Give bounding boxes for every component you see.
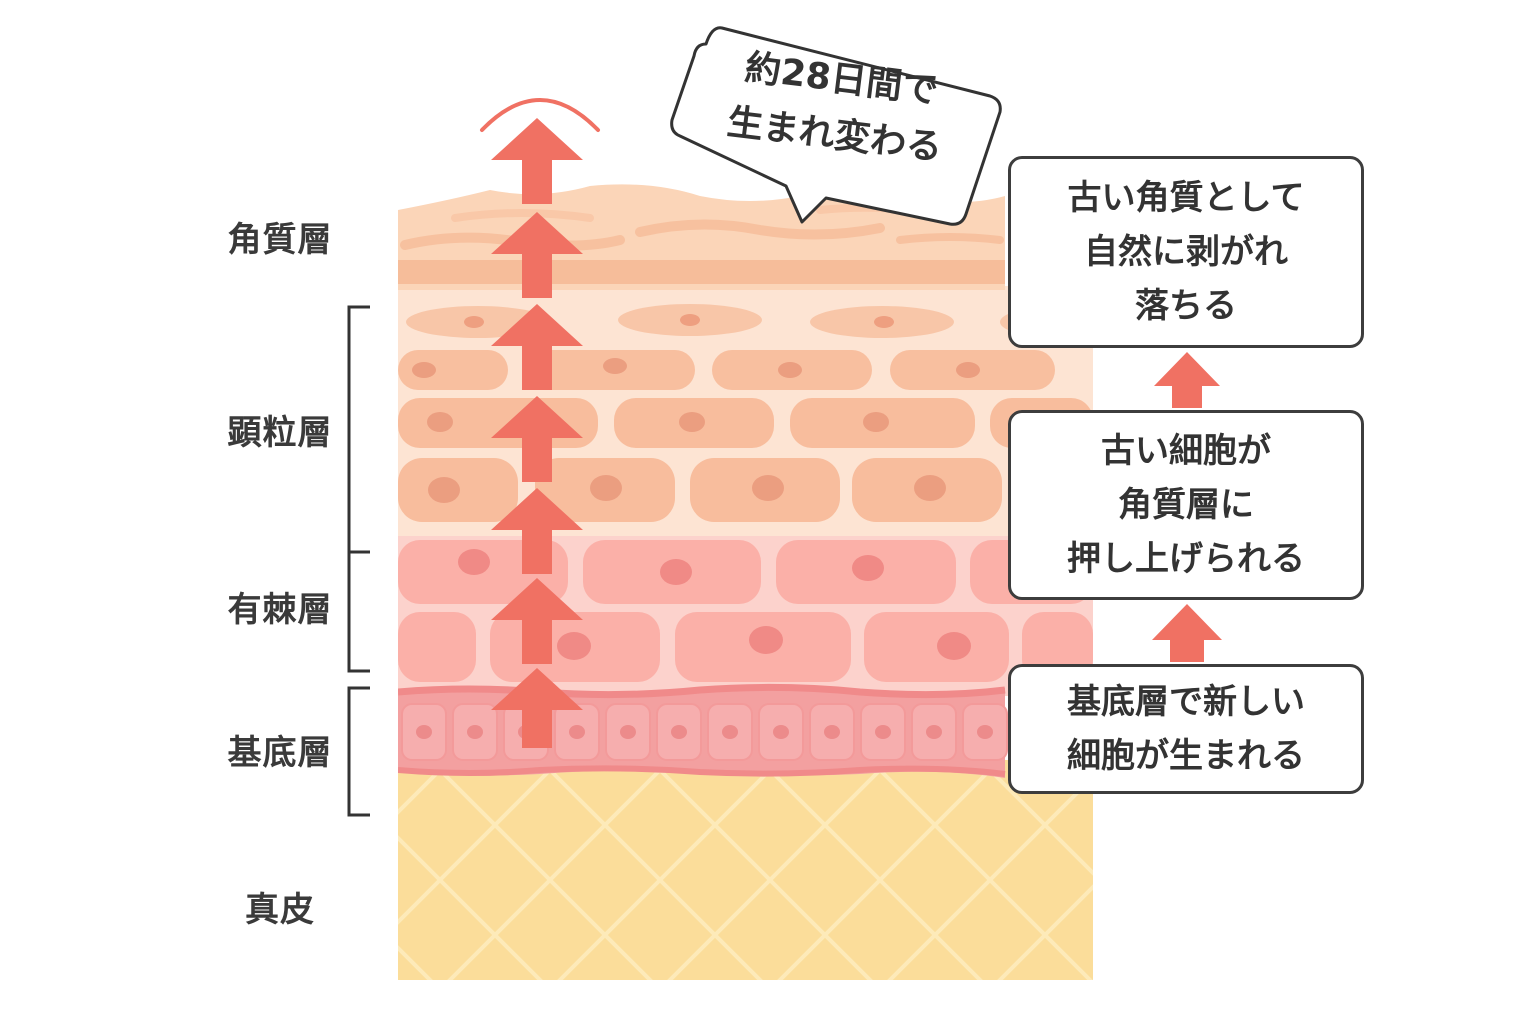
bracket-spinous	[347, 550, 370, 673]
step-box-new-cells: 基底層で新しい 細胞が生まれる	[1008, 664, 1364, 794]
dermis-layer	[398, 760, 1093, 980]
basal-cell-nucleus	[620, 725, 636, 739]
turnover-arrow	[491, 212, 583, 298]
label-stratum-basale: 基底層	[227, 733, 333, 773]
step-shed-line-1: 古い角質として	[1067, 178, 1305, 218]
label-stratum-spinosum: 有棘層	[227, 590, 333, 630]
label-dermis: 真皮	[245, 890, 315, 930]
turnover-arrow	[491, 118, 583, 204]
turnover-arrow	[491, 304, 583, 390]
layer-brackets	[347, 305, 370, 817]
basal-cell-nucleus	[926, 725, 942, 739]
step-box-pushed-up: 古い細胞が 角質層に 押し上げられる	[1008, 410, 1364, 600]
basal-cell-nucleus	[569, 725, 585, 739]
bracket-basal	[347, 686, 370, 817]
step-pushed-line-1: 古い細胞が	[1101, 431, 1271, 471]
basal-cell-nucleus	[977, 725, 993, 739]
step-new-line-1: 基底層で新しい	[1067, 682, 1305, 722]
basal-cell-nucleus	[416, 725, 432, 739]
shedding-arc	[480, 98, 600, 132]
step-new-line-2: 細胞が生まれる	[1067, 736, 1305, 776]
turnover-arrow	[491, 488, 583, 574]
speech-bubble	[670, 26, 1002, 226]
basal-cell-nucleus	[467, 725, 483, 739]
turnover-arrow-chain	[491, 118, 583, 748]
step-arrow-lower	[1152, 604, 1222, 662]
step-box-shed: 古い角質として 自然に剥がれ 落ちる	[1008, 156, 1364, 348]
step-arrow-upper	[1154, 352, 1220, 408]
step-shed-line-2: 自然に剥がれ	[1084, 232, 1288, 272]
turnover-arrow	[491, 578, 583, 664]
step-pushed-line-2: 角質層に	[1118, 485, 1254, 525]
basal-cell-nucleus	[773, 725, 789, 739]
basal-cell-nucleus	[875, 725, 891, 739]
basal-cell-nucleus	[824, 725, 840, 739]
label-stratum-granulosum: 顕粒層	[227, 413, 333, 453]
step-pushed-line-3: 押し上げられる	[1067, 539, 1305, 579]
basal-cell-nucleus	[722, 725, 738, 739]
turnover-arrow	[491, 396, 583, 482]
basal-cell-nucleus	[671, 725, 687, 739]
basal-cells	[401, 703, 1008, 761]
basal-layer	[398, 683, 1008, 778]
step-shed-line-3: 落ちる	[1135, 286, 1237, 326]
turnover-arrow	[491, 668, 583, 748]
label-stratum-corneum: 角質層	[227, 220, 333, 260]
